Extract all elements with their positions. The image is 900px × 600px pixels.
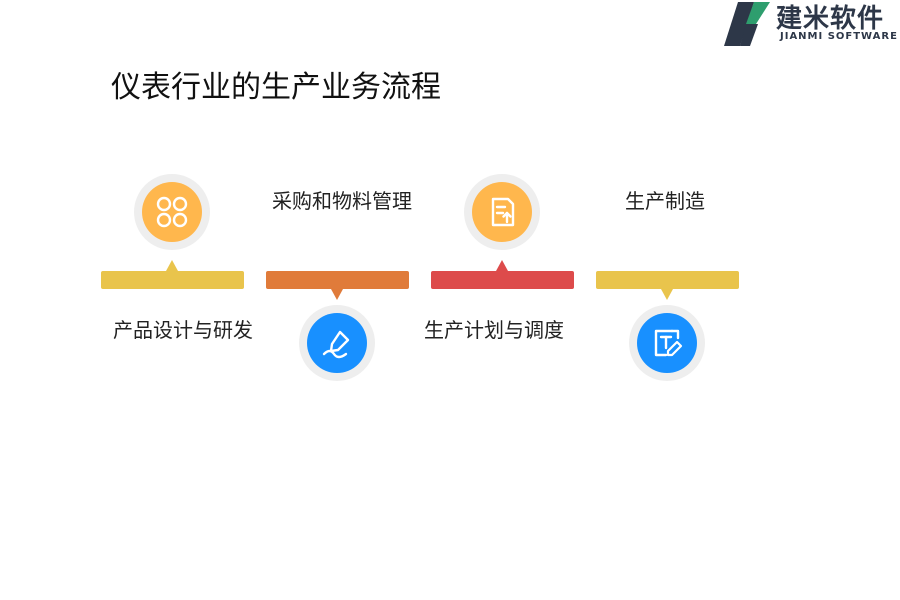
step-3-label: 生产计划与调度 (424, 318, 564, 342)
step-1-label: 产品设计与研发 (113, 318, 253, 342)
grid-circles-icon (156, 196, 188, 228)
brand-logo: 建米软件 JIANMI SOFTWARE (724, 0, 900, 48)
step-3-icon-circle (464, 174, 540, 250)
step-2-label: 采购和物料管理 (272, 189, 412, 213)
step-1-icon-circle (134, 174, 210, 250)
step-1-pointer (166, 260, 178, 271)
step-4-icon-circle (629, 305, 705, 381)
step-2-pointer (331, 289, 343, 300)
logo-mark-icon (724, 2, 770, 46)
text-edit-icon (654, 329, 683, 357)
step-4-bar (596, 271, 739, 289)
pen-signature-icon (322, 330, 350, 359)
logo-brand-en: JIANMI SOFTWARE (780, 31, 898, 42)
step-3-pointer (496, 260, 508, 271)
step-3-bar (431, 271, 574, 289)
document-upload-icon (491, 197, 515, 227)
step-2-icon-circle (299, 305, 375, 381)
step-4-label: 生产制造 (625, 189, 705, 213)
step-1-bar (101, 271, 244, 289)
step-4-pointer (661, 289, 673, 300)
page-title: 仪表行业的生产业务流程 (111, 70, 441, 105)
step-2-bar (266, 271, 409, 289)
logo-brand-cn: 建米软件 (776, 4, 885, 34)
